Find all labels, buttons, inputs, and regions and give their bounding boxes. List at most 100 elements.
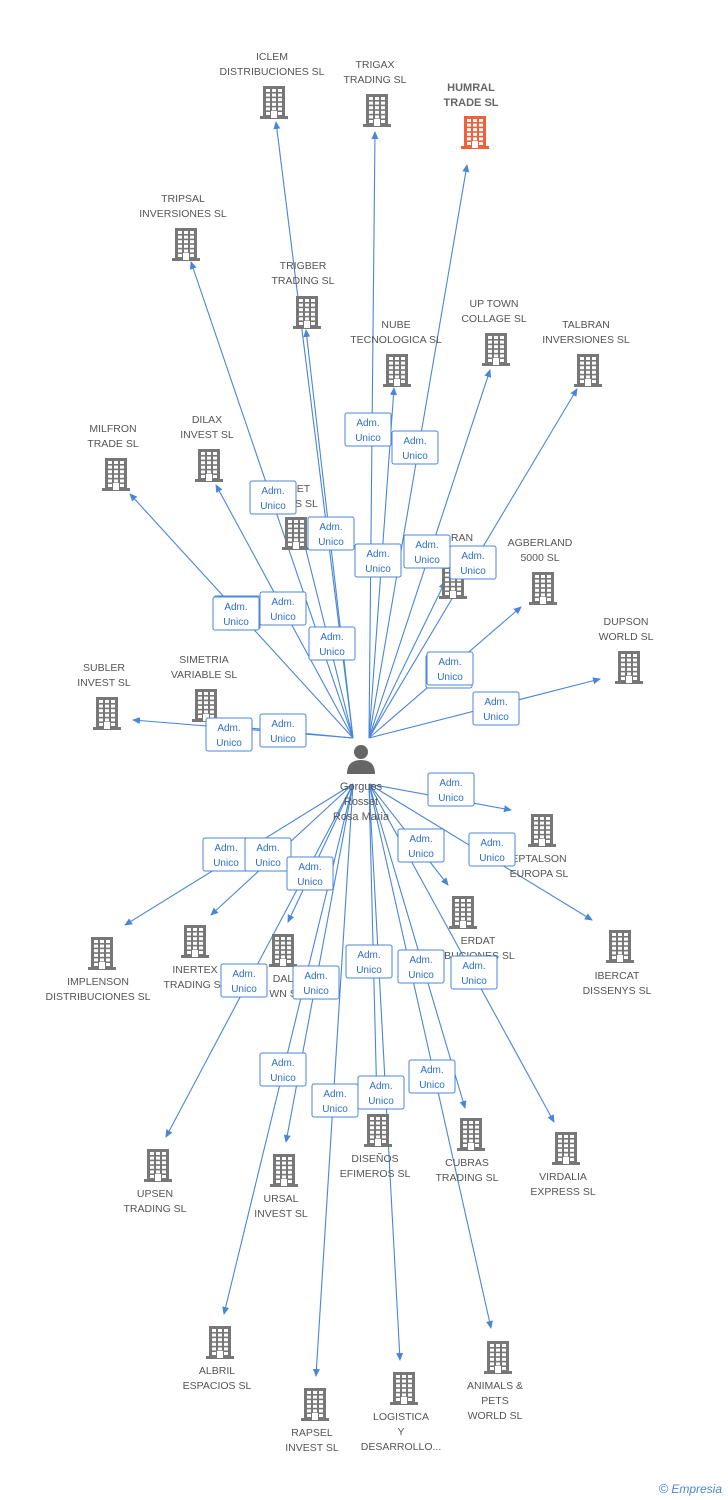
building-icon[interactable]	[574, 354, 602, 387]
building-icon[interactable]	[529, 572, 557, 605]
relation-badge-text: Adm.	[323, 1089, 346, 1100]
footer-brand[interactable]: ©Empresia	[659, 1481, 722, 1496]
building-icon-window	[201, 470, 205, 474]
building-icon-window	[282, 1170, 286, 1174]
building-icon-window	[592, 375, 596, 379]
building-icon[interactable]	[383, 354, 411, 387]
relation-badge-erdat[interactable]: Adm.Unico	[397, 828, 445, 863]
relation-badge-nube[interactable]: Adm.Unico	[354, 543, 402, 578]
building-icon[interactable]	[172, 228, 200, 261]
building-icon[interactable]	[484, 1341, 512, 1374]
relation-badge-subler[interactable]: Adm.Unico	[205, 717, 253, 752]
relation-badge-ibercat[interactable]: Adm.Unico	[468, 832, 516, 867]
building-icon[interactable]	[144, 1149, 172, 1182]
relation-badge-upsen[interactable]: Adm.Unico	[220, 963, 268, 998]
building-icon[interactable]	[461, 116, 489, 149]
building-icon[interactable]	[390, 1372, 418, 1405]
relation-badge-rapsel[interactable]: Adm.Unico	[311, 1083, 359, 1118]
relation-badge-cubras[interactable]: Adm.Unico	[397, 949, 445, 984]
relation-badge-ran[interactable]: Adm.Unico	[403, 534, 451, 569]
building-icon[interactable]	[270, 1154, 298, 1187]
relation-badge-text: Adm.	[320, 632, 343, 643]
relation-badge-humral[interactable]: Adm.Unico	[391, 430, 439, 465]
relation-badge-milfron[interactable]: Adm.Unico	[212, 596, 260, 631]
building-icon[interactable]	[615, 651, 643, 684]
relation-badge-simetria[interactable]: Adm.Unico	[259, 713, 307, 748]
building-icon[interactable]	[449, 896, 477, 929]
building-icon[interactable]	[282, 517, 310, 550]
relation-badge-agberland[interactable]: Adm.Unico	[426, 651, 474, 686]
relation-badge-virdalia[interactable]: Adm.Unico	[450, 955, 498, 990]
relation-badge-dupson[interactable]: Adm.Unico	[472, 691, 520, 726]
building-icon[interactable]	[293, 296, 321, 329]
relation-badge-text: Adm.	[366, 549, 389, 560]
relation-badge-eptalson[interactable]: Adm.Unico	[427, 772, 475, 807]
relation-badge-albril[interactable]: Adm.Unico	[259, 1052, 307, 1087]
building-icon[interactable]	[301, 1388, 329, 1421]
building-icon[interactable]	[457, 1118, 485, 1151]
relation-badge-trigax[interactable]: Adm.Unico	[344, 412, 392, 447]
building-icon[interactable]	[102, 458, 130, 491]
building-icon[interactable]	[552, 1132, 580, 1165]
building-icon[interactable]	[195, 449, 223, 482]
relation-badge-ursal[interactable]: Adm.Unico	[292, 965, 340, 1000]
building-icon[interactable]	[364, 1114, 392, 1147]
relation-badge-uptown[interactable]: Adm.Unico	[449, 545, 497, 580]
relation-badge-set[interactable]: Adm.Unico	[307, 516, 355, 551]
building-icon-window	[621, 677, 625, 680]
relation-badge-dal[interactable]: Adm.Unico	[286, 856, 334, 891]
relation-badge-disenos[interactable]: Adm.Unico	[345, 944, 393, 979]
building-icon-window	[305, 299, 309, 302]
building-icon[interactable]	[88, 937, 116, 970]
building-icon[interactable]	[606, 930, 634, 963]
building-icon[interactable]	[192, 689, 220, 722]
relation-badge-animals[interactable]: Adm.Unico	[408, 1059, 456, 1094]
building-icon[interactable]	[528, 814, 556, 847]
building-icon[interactable]	[181, 925, 209, 958]
building-icon[interactable]	[206, 1326, 234, 1359]
relation-badge-iclem[interactable]: Adm.Unico	[249, 480, 297, 515]
relation-badge-inertex[interactable]: Adm.Unico	[244, 837, 292, 872]
building-icon[interactable]	[482, 333, 510, 366]
building-icon[interactable]	[260, 86, 288, 119]
node-erdat[interactable]: ERDATIBUCIONES SL	[441, 896, 515, 962]
building-icon[interactable]	[93, 697, 121, 730]
building-icon[interactable]	[269, 934, 297, 967]
relation-badge-logistica[interactable]: Adm.Unico	[357, 1075, 405, 1110]
building-icon-window	[408, 1398, 412, 1401]
relation-badge-implenson[interactable]: Adm.Unico	[202, 837, 250, 872]
building-icon-window	[193, 932, 197, 936]
relation-badge-trigber[interactable]: Adm.Unico	[308, 626, 356, 661]
relation-badge-dilax[interactable]: Adm.Unico	[259, 591, 307, 626]
building-icon[interactable]	[363, 94, 391, 127]
